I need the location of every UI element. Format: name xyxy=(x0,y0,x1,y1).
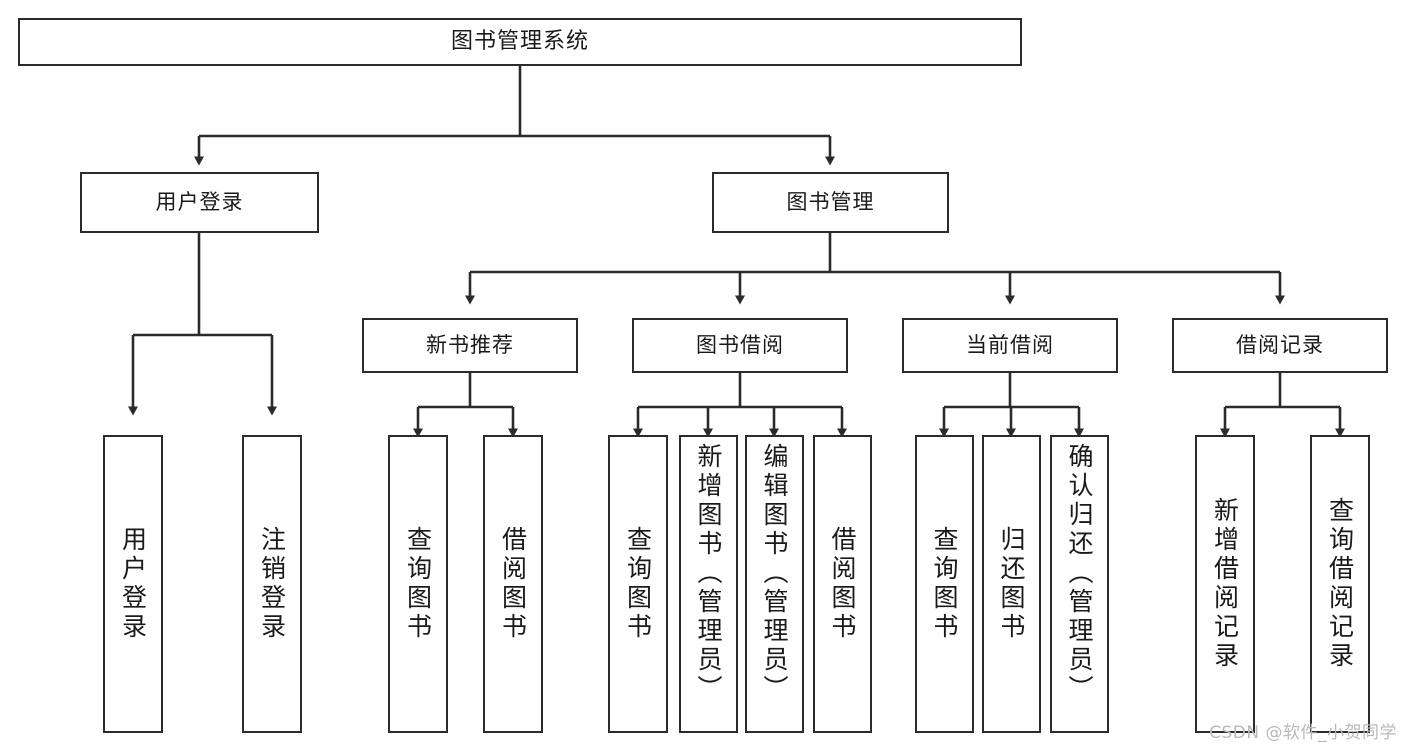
leaf-add-record[interactable]: 新增借阅记录 xyxy=(1195,435,1255,733)
node-user-login-label: 用户登录 xyxy=(155,190,244,215)
node-borrow-record-label: 借阅记录 xyxy=(1236,333,1324,358)
node-book-manage-label: 图书管理 xyxy=(786,190,875,215)
node-book-borrow-label: 图书借阅 xyxy=(696,333,784,358)
leaf-borrow-book-2-label: 借阅图书 xyxy=(828,526,857,642)
leaf-user-login[interactable]: 用户登录 xyxy=(103,435,163,733)
leaf-query-book-2-label: 查询图书 xyxy=(623,526,653,642)
node-new-book-recommend-label: 新书推荐 xyxy=(426,333,514,358)
leaf-confirm-return[interactable]: 确认归还（管理员） xyxy=(1050,435,1109,733)
csdn-watermark: CSDN @软件_小贺同学 xyxy=(1209,723,1397,743)
node-current-borrow[interactable]: 当前借阅 xyxy=(902,318,1118,373)
leaf-query-book-3[interactable]: 查询图书 xyxy=(915,435,974,733)
node-borrow-record[interactable]: 借阅记录 xyxy=(1172,318,1388,373)
leaf-borrow-book-1[interactable]: 借阅图书 xyxy=(483,435,543,733)
node-book-manage[interactable]: 图书管理 xyxy=(712,172,949,233)
leaf-query-book-3-label: 查询图书 xyxy=(930,526,959,642)
node-current-borrow-label: 当前借阅 xyxy=(966,333,1054,358)
leaf-edit-book-label: 编辑图书（管理员） xyxy=(760,443,789,704)
leaf-query-book-2[interactable]: 查询图书 xyxy=(608,435,668,733)
leaf-query-record[interactable]: 查询借阅记录 xyxy=(1310,435,1370,733)
leaf-query-book-1-label: 查询图书 xyxy=(403,526,433,642)
leaf-confirm-return-label: 确认归还（管理员） xyxy=(1065,443,1094,704)
node-book-borrow[interactable]: 图书借阅 xyxy=(632,318,848,373)
leaf-borrow-book-2[interactable]: 借阅图书 xyxy=(813,435,872,733)
node-user-login[interactable]: 用户登录 xyxy=(80,172,319,233)
leaf-add-record-label: 新增借阅记录 xyxy=(1210,497,1240,671)
node-new-book-recommend[interactable]: 新书推荐 xyxy=(362,318,578,373)
leaf-add-book[interactable]: 新增图书（管理员） xyxy=(679,435,738,733)
leaf-user-logout-label: 注销登录 xyxy=(257,526,287,642)
leaf-add-book-label: 新增图书（管理员） xyxy=(694,443,723,704)
leaf-user-logout[interactable]: 注销登录 xyxy=(242,435,302,733)
node-root[interactable]: 图书管理系统 xyxy=(18,18,1022,66)
leaf-return-book[interactable]: 归还图书 xyxy=(982,435,1041,733)
leaf-borrow-book-1-label: 借阅图书 xyxy=(498,526,528,642)
node-root-label: 图书管理系统 xyxy=(450,29,589,55)
leaf-return-book-label: 归还图书 xyxy=(997,526,1026,642)
leaf-query-record-label: 查询借阅记录 xyxy=(1325,497,1355,671)
leaf-user-login-label: 用户登录 xyxy=(118,526,148,642)
leaf-edit-book[interactable]: 编辑图书（管理员） xyxy=(745,435,804,733)
leaf-query-book-1[interactable]: 查询图书 xyxy=(388,435,448,733)
